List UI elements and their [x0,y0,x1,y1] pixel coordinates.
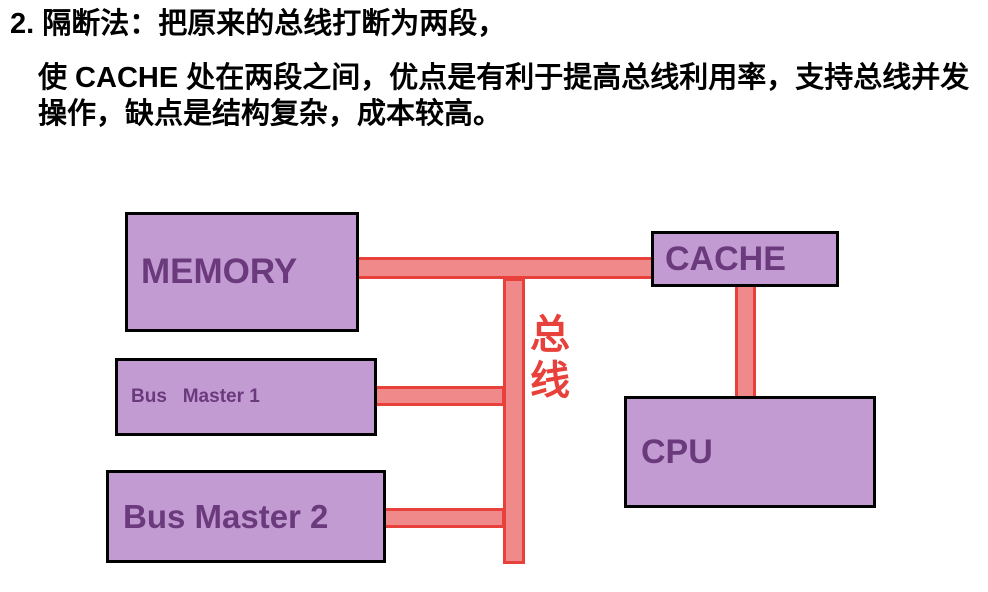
bus-memory-cache-segment [352,257,658,279]
bus-master-1-connector [374,386,505,406]
heading: 2. 隔断法：把原来的总线打断为两段， [10,8,507,40]
description-paragraph: 使 CACHE 处在两段之间，优点是有利于提高总线利用率，支持总线并发操作，缺点… [38,62,970,130]
cpu-box: CPU [624,396,876,508]
bus-master-1-label: Bus Master 1 [131,386,260,407]
bus-vertical-segment [503,278,525,564]
memory-box: MEMORY [125,212,359,332]
bus-master-1-box: Bus Master 1 [115,358,377,436]
cache-label: CACHE [665,239,786,278]
cpu-label: CPU [641,432,713,471]
bus-cache-cpu-segment [735,284,756,400]
bus-master-2-connector [382,508,505,528]
memory-label: MEMORY [141,252,298,291]
bus-master-2-box: Bus Master 2 [106,470,386,563]
cache-box: CACHE [651,231,839,287]
bus-label: 总线 [530,312,570,404]
bus-master-2-label: Bus Master 2 [123,497,329,535]
